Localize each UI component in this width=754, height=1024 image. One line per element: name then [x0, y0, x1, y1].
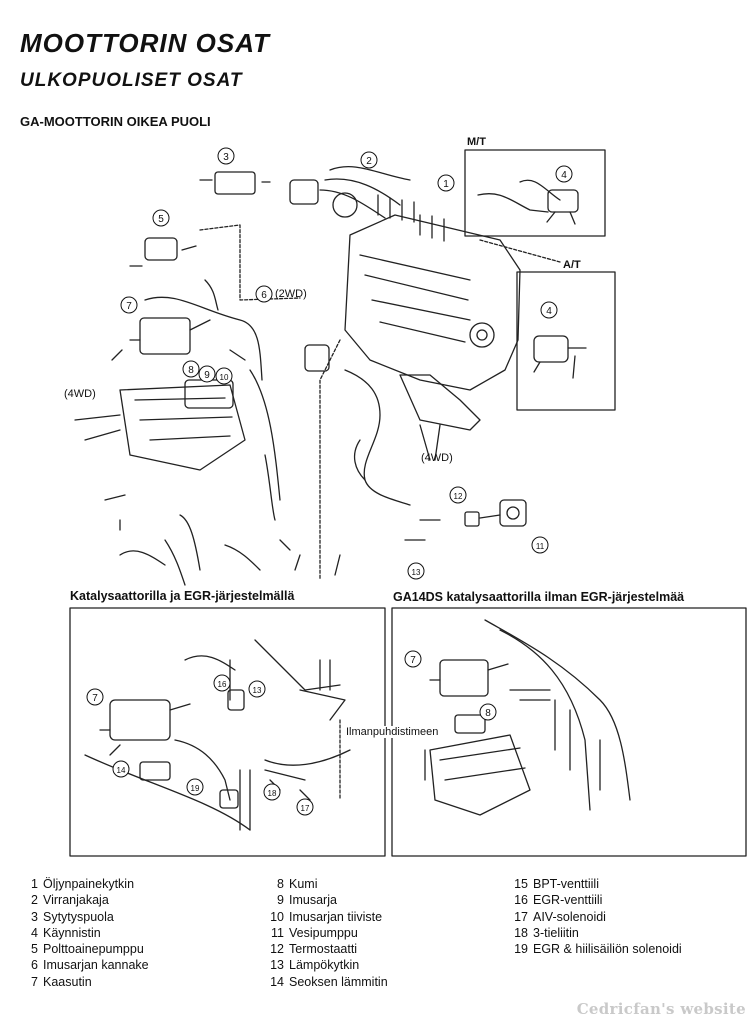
callout-1: 1 — [443, 179, 449, 190]
callout-17-left: 17 — [301, 804, 310, 813]
callout-7-right: 7 — [410, 655, 416, 666]
callout-13: 13 — [412, 568, 421, 577]
callout-12: 12 — [454, 492, 463, 501]
callout-7: 7 — [126, 301, 132, 312]
mt-label: M/T — [467, 136, 486, 148]
watermark: Cedricfan's website — [576, 1000, 746, 1018]
section-heading: GA-MOOTTORIN OIKEA PUOLI — [20, 114, 211, 129]
callout-4-mt: 4 — [561, 170, 567, 181]
at-label: A/T — [563, 259, 581, 271]
fourwd-left-label: (4WD) — [64, 388, 96, 400]
twowd-label: (2WD) — [275, 288, 307, 300]
callout-14-left: 14 — [117, 766, 126, 775]
callout-8: 8 — [188, 365, 194, 376]
caption-right: GA14DS katalysaattorilla ilman EGR-järje… — [393, 590, 685, 604]
callout-8-right: 8 — [485, 708, 491, 719]
callout-13-left: 13 — [253, 686, 262, 695]
callout-9: 9 — [204, 370, 210, 381]
lower-right-inset-box — [391, 607, 747, 857]
callout-4-at: 4 — [546, 306, 552, 317]
callout-3: 3 — [223, 152, 229, 163]
fourwd-center-label: (4WD) — [421, 452, 453, 464]
callout-16-left: 16 — [218, 680, 227, 689]
callout-6: 6 — [261, 290, 267, 301]
mt-inset-box — [464, 149, 606, 237]
callout-7-left: 7 — [92, 693, 98, 704]
engine-block — [344, 214, 521, 391]
callout-11: 11 — [536, 542, 545, 551]
caption-left: Katalysaattorilla ja EGR-järjestelmällä — [70, 589, 295, 603]
page-subtitle: ULKOPUOLISET OSAT — [20, 70, 243, 91]
callout-10: 10 — [220, 373, 229, 382]
ilmanpuhdistimeen-label: Ilmanpuhdistimeen — [346, 726, 439, 738]
callout-2: 2 — [366, 156, 372, 167]
callout-5: 5 — [158, 214, 164, 225]
lower-left-inset-box — [69, 607, 386, 857]
callout-18-left: 18 — [268, 789, 277, 798]
page-title: MOOTTORIN OSAT — [20, 28, 270, 58]
at-inset-box — [516, 271, 616, 411]
callout-19-left: 19 — [191, 784, 200, 793]
